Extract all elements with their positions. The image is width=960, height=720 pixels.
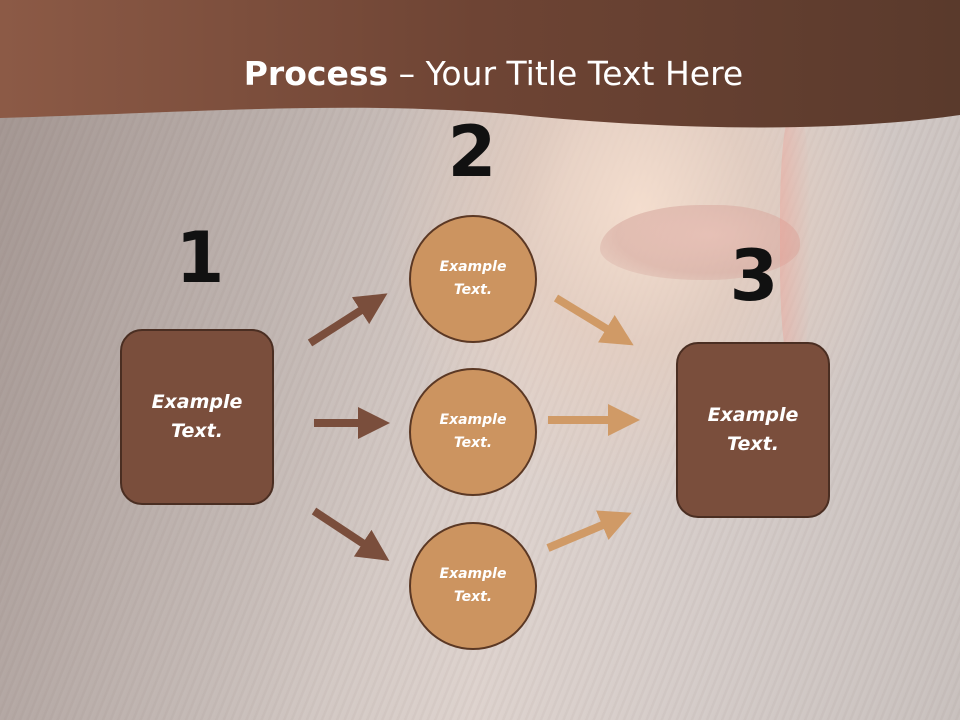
- process-circle-top: Example Text.: [409, 215, 537, 343]
- right-process-box: Example Text.: [676, 342, 830, 518]
- circle-top-line2: Text.: [453, 282, 493, 298]
- circle-bottom-line2: Text.: [453, 589, 493, 605]
- step-number-2: 2: [447, 111, 497, 193]
- circle-bottom-line1: Example: [439, 566, 507, 582]
- right-box-line1: Example: [707, 404, 799, 426]
- title-rest: – Your Title Text Here: [388, 54, 744, 93]
- background-lips: [600, 205, 800, 280]
- circle-top-line1: Example: [439, 259, 507, 275]
- title-bold: Process: [243, 54, 389, 93]
- process-circle-bottom: Example Text.: [409, 522, 537, 650]
- left-process-box: Example Text.: [120, 329, 274, 505]
- slide-title: Process – Your Title Text Here: [0, 52, 960, 96]
- circle-middle-line2: Text.: [453, 435, 493, 451]
- background-cheek: [780, 110, 810, 370]
- left-box-line2: Text.: [171, 420, 223, 442]
- arrow-left-to-bottom: [311, 507, 390, 561]
- step-number-3: 3: [729, 235, 779, 317]
- arrow-top-to-right: [553, 294, 634, 346]
- arrow-bottom-to-right: [546, 510, 632, 552]
- circle-middle-line1: Example: [439, 412, 507, 428]
- right-box-line2: Text.: [727, 433, 779, 455]
- process-circle-middle: Example Text.: [409, 368, 537, 496]
- arrow-left-to-top: [307, 293, 388, 347]
- step-number-1: 1: [175, 217, 225, 299]
- header-banner: [0, 0, 960, 128]
- left-box-line1: Example: [151, 391, 243, 413]
